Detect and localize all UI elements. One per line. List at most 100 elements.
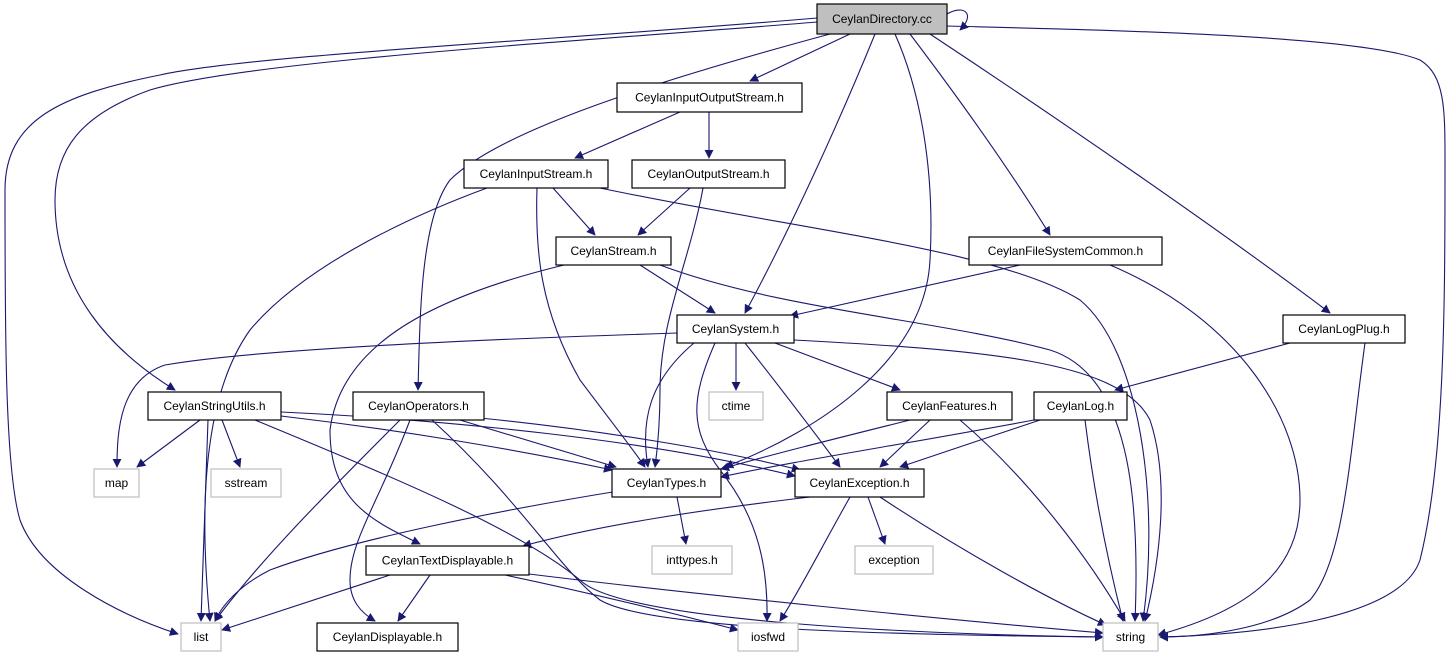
node-box [555, 236, 672, 266]
node-label: exception [868, 553, 919, 567]
node-box [651, 545, 733, 575]
node-label: iosfwd [751, 630, 785, 644]
node-label: CeylanTypes.h [627, 476, 706, 490]
edge-fsc-to-system [789, 264, 1021, 319]
node-box [180, 622, 222, 652]
node-box [365, 545, 530, 576]
node-exception: exception [854, 545, 934, 575]
node-os[interactable]: CeylanOutputStream.h [631, 159, 786, 189]
edge-root-to-list [4, 17, 818, 636]
edge-ops-to-types [459, 419, 617, 469]
node-label: CeylanStream.h [570, 244, 656, 258]
edge-exc-to-exception [867, 496, 887, 545]
edge-root-to-strutils [54, 21, 818, 391]
edge-root-to-fsc [909, 33, 1051, 236]
edge-root-to-system [744, 33, 876, 314]
edge-fsc-to-string [1109, 264, 1301, 638]
node-inttypes: inttypes.h [651, 545, 733, 575]
edge-root-to-types [724, 33, 932, 469]
edge-textdisp-to-string [528, 573, 1104, 637]
node-map: map [93, 468, 140, 498]
edge-log-to-string [1084, 419, 1126, 622]
edge-os-to-stream [637, 187, 691, 236]
node-box [1033, 391, 1128, 421]
node-box [886, 391, 1013, 421]
edge-ops-to-list [214, 419, 401, 622]
node-textdisp[interactable]: CeylanTextDisplayable.h [365, 545, 530, 576]
edge-strutils-to-types [280, 415, 613, 473]
node-label: CeylanDisplayable.h [333, 630, 442, 644]
node-logplug[interactable]: CeylanLogPlug.h [1282, 314, 1406, 344]
node-ops[interactable]: CeylanOperators.h [352, 391, 485, 421]
edge-os-to-types [651, 187, 704, 468]
edge-is-to-types [536, 187, 646, 468]
node-log[interactable]: CeylanLog.h [1033, 391, 1128, 421]
edge-system-to-features [774, 342, 901, 392]
node-exc[interactable]: CeylanException.h [794, 468, 925, 498]
edge-strutils-to-map [136, 419, 201, 468]
node-box [631, 159, 786, 189]
edge-root-to-string [946, 25, 1446, 642]
node-box [854, 545, 934, 575]
edge-is-to-stream [552, 187, 596, 236]
edge-stream-to-string [659, 264, 1140, 622]
node-label: CeylanException.h [809, 476, 909, 490]
edge-features-to-string [959, 419, 1126, 622]
node-ctime: ctime [708, 391, 764, 421]
node-box [794, 468, 925, 498]
node-iosfwd: iosfwd [737, 622, 799, 652]
node-label: CeylanOutputStream.h [647, 167, 769, 181]
node-box [737, 622, 799, 652]
edge-stream-to-textdisp [329, 264, 565, 545]
node-disp[interactable]: CeylanDisplayable.h [316, 622, 459, 652]
node-label: CeylanSystem.h [692, 322, 779, 336]
edge-log-to-exc [899, 419, 1041, 469]
edge-logplug-to-string [1159, 342, 1366, 642]
edge-system-to-map [112, 332, 678, 468]
node-box [968, 236, 1163, 266]
edge-textdisp-to-disp [397, 574, 431, 622]
node-box [676, 314, 795, 344]
node-label: CeylanTextDisplayable.h [382, 554, 513, 568]
edge-log-to-types [720, 419, 1035, 480]
node-sstream: sstream [210, 468, 282, 498]
edge-system-to-string [793, 339, 1162, 622]
node-box [1282, 314, 1406, 344]
edge-strutils-to-string [254, 419, 1104, 642]
node-label: string [1116, 630, 1145, 644]
edge-ios-to-is [574, 111, 681, 159]
node-root[interactable]: CeylanDirectory.cc [816, 3, 948, 35]
node-box [147, 391, 282, 421]
node-stream[interactable]: CeylanStream.h [555, 236, 672, 266]
node-fsc[interactable]: CeylanFileSystemCommon.h [968, 236, 1163, 266]
node-box [316, 622, 459, 652]
node-features[interactable]: CeylanFeatures.h [886, 391, 1013, 421]
node-label: map [105, 476, 129, 490]
edge-layer [4, 9, 1446, 642]
node-label: CeylanFileSystemCommon.h [988, 244, 1143, 258]
node-label: CeylanStringUtils.h [163, 399, 265, 413]
node-box [352, 391, 485, 421]
node-layer: CeylanDirectory.ccCeylanInputOutputStrea… [93, 3, 1406, 652]
node-list: list [180, 622, 222, 652]
node-label: CeylanInputStream.h [480, 167, 593, 181]
edge-ops-to-string [431, 419, 1104, 642]
node-types[interactable]: CeylanTypes.h [611, 468, 722, 498]
edge-exc-to-iosfwd [779, 496, 851, 622]
node-label: CeylanFeatures.h [902, 399, 997, 413]
edge-types-to-list [214, 489, 626, 622]
node-box [708, 391, 764, 421]
edge-root-to-ios [749, 33, 851, 82]
edge-strutils-to-exc [280, 411, 796, 479]
node-box [463, 159, 609, 189]
edge-stream-to-system [639, 264, 716, 314]
edge-exc-to-textdisp [522, 496, 811, 549]
node-is[interactable]: CeylanInputStream.h [463, 159, 609, 189]
node-strutils[interactable]: CeylanStringUtils.h [147, 391, 282, 421]
edge-logplug-to-log [1114, 342, 1291, 393]
node-box [611, 468, 722, 498]
node-label: inttypes.h [666, 553, 717, 567]
node-system[interactable]: CeylanSystem.h [676, 314, 795, 344]
node-ios[interactable]: CeylanInputOutputStream.h [616, 82, 803, 113]
